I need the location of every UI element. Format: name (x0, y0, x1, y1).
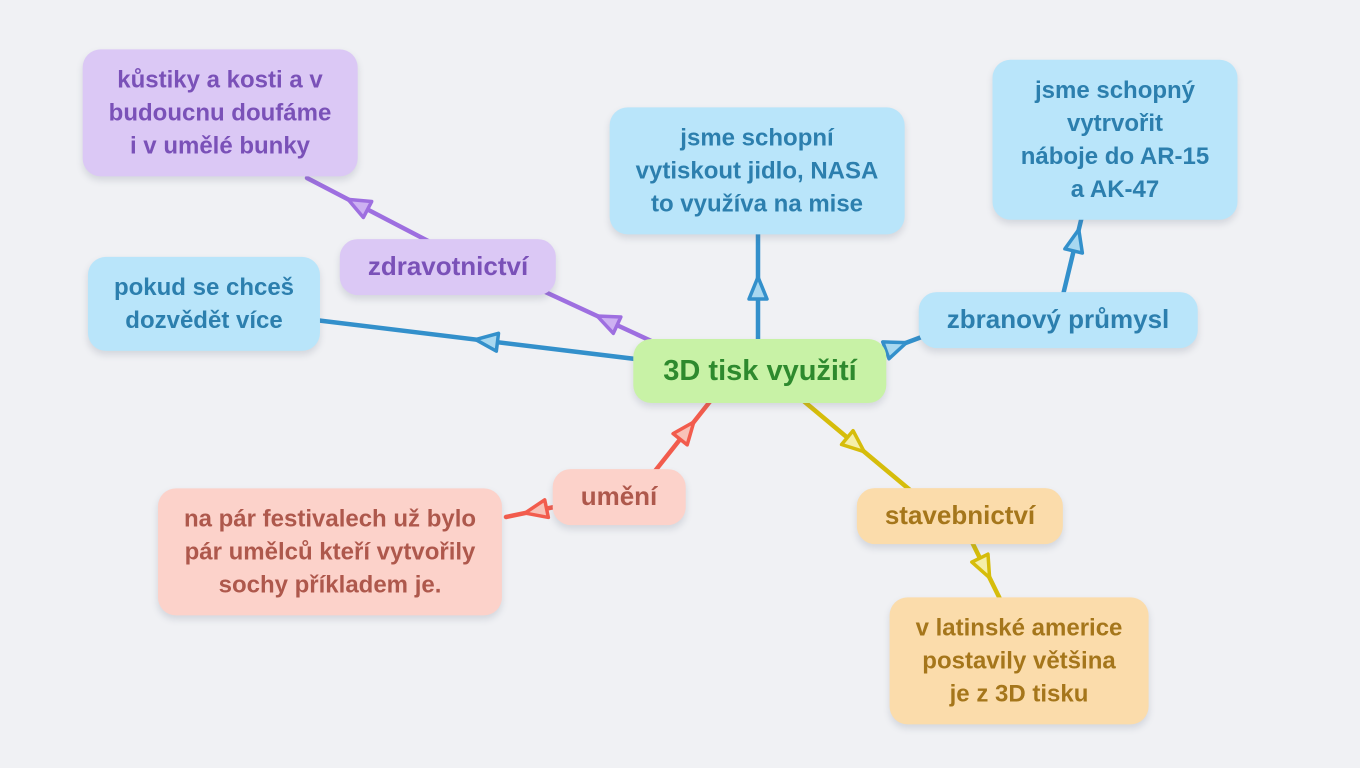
arrowhead-root-weapons (880, 340, 909, 361)
arrowhead-zdravotnictvi-zdravotnictvi_detail (346, 197, 374, 220)
node-art-detail[interactable]: na pár festivalech už bylo pár umělců kt… (157, 488, 503, 616)
arrowhead-weapons-weapons_detail (1063, 227, 1085, 255)
node-food[interactable]: jsme schopní vytiskout jidlo, NASA to vy… (609, 107, 905, 235)
node-art[interactable]: umění (552, 469, 686, 525)
node-weapons-detail[interactable]: jsme schopný vytrvořit náboje do AR-15 a… (992, 59, 1238, 221)
arrowhead-art-art_detail (523, 498, 551, 520)
node-construction[interactable]: stavebnictví (856, 488, 1064, 544)
arrowhead-construction-construction_detail (970, 552, 992, 580)
arrowhead-root-more_info (473, 331, 501, 353)
node-more-info[interactable]: pokud se chceš dozvědět více (87, 256, 321, 352)
arrowhead-root-zdravotnictvi (595, 314, 623, 336)
node-weapons[interactable]: zbranový průmysl (918, 292, 1198, 348)
node-construction-detail[interactable]: v latinské americe postavily většina je … (889, 597, 1149, 725)
node-root[interactable]: 3D tisk využití (633, 338, 887, 404)
arrowhead-root-food (747, 275, 769, 301)
arrowhead-art-root (671, 420, 696, 447)
node-zdravotnictvi[interactable]: zdravotnictví (339, 239, 557, 295)
arrowhead-root-construction (839, 428, 866, 454)
node-zdravotnictvi-detail[interactable]: kůstiky a kosti a v budoucnu doufáme i v… (82, 49, 358, 177)
